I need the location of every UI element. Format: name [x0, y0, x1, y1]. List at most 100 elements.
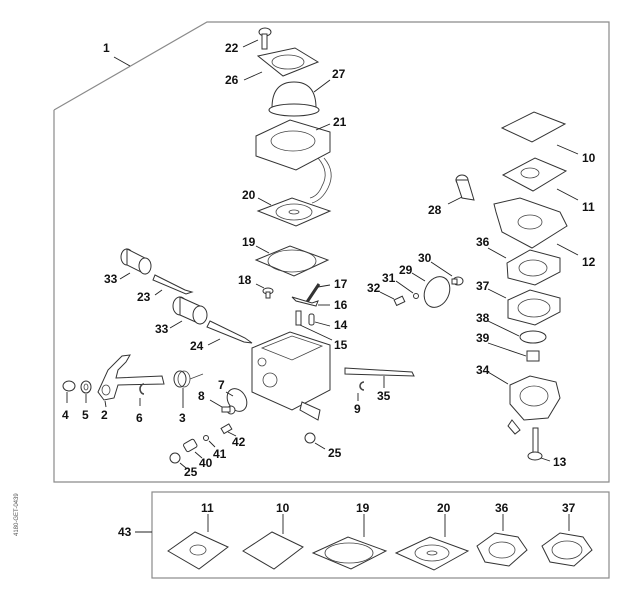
part-38-valve-disc[interactable]	[519, 330, 547, 344]
label-2[interactable]: 2	[101, 408, 108, 422]
part-31-ball[interactable]	[413, 293, 419, 299]
part-22-screw[interactable]	[258, 27, 272, 50]
label-40[interactable]: 40	[199, 456, 213, 470]
label-11[interactable]: 11	[582, 200, 595, 214]
label-9[interactable]: 9	[354, 402, 361, 416]
part-25-plug-left[interactable]	[169, 452, 181, 464]
kit-item-19[interactable]	[311, 536, 388, 570]
label-8[interactable]: 8	[198, 389, 205, 403]
label-35[interactable]: 35	[377, 389, 391, 403]
kit-label-19[interactable]: 19	[356, 501, 370, 515]
label-14[interactable]: 14	[334, 318, 348, 332]
kit-item-37[interactable]	[541, 532, 593, 567]
label-21[interactable]: 21	[333, 115, 347, 129]
label-39[interactable]: 39	[476, 331, 490, 345]
label-25-left[interactable]: 25	[184, 465, 198, 479]
kit-item-36[interactable]	[476, 532, 528, 567]
label-33-bottom[interactable]: 33	[155, 322, 169, 336]
part-13-screw[interactable]	[527, 427, 543, 461]
label-6[interactable]: 6	[136, 411, 143, 425]
label-17[interactable]: 17	[334, 277, 348, 291]
label-37[interactable]: 37	[476, 279, 490, 293]
label-23[interactable]: 23	[137, 290, 151, 304]
label-12[interactable]: 12	[582, 255, 596, 269]
part-33-limiter-cap-top[interactable]	[120, 248, 152, 275]
label-7[interactable]: 7	[218, 378, 225, 392]
part-11-pump-diaphragm[interactable]	[501, 157, 568, 192]
kit-label-10[interactable]: 10	[276, 501, 290, 515]
part-10-gasket[interactable]	[500, 111, 567, 143]
label-4[interactable]: 4	[62, 408, 69, 422]
part-14-inlet-needle[interactable]	[308, 313, 315, 326]
label-22[interactable]: 22	[225, 41, 239, 55]
label-31[interactable]: 31	[382, 271, 396, 285]
label-1[interactable]: 1	[103, 41, 110, 55]
kit-label-11[interactable]: 11	[201, 501, 214, 515]
part-26-retainer[interactable]	[256, 47, 320, 77]
label-28[interactable]: 28	[428, 203, 442, 217]
part-34-cover[interactable]	[507, 375, 561, 435]
label-32[interactable]: 32	[367, 281, 381, 295]
part-23-adjusting-screw-h[interactable]	[152, 274, 194, 295]
label-43[interactable]: 43	[118, 525, 132, 539]
label-38[interactable]: 38	[476, 311, 490, 325]
part-37-diaphragm[interactable]	[507, 289, 561, 326]
label-18[interactable]: 18	[238, 273, 252, 287]
part-32-spring[interactable]	[393, 295, 406, 307]
label-34[interactable]: 34	[476, 363, 490, 377]
part-3-torsion-spring[interactable]	[173, 370, 204, 388]
label-10[interactable]: 10	[582, 151, 596, 165]
kit-item-10[interactable]	[242, 531, 304, 570]
part-15-spring[interactable]	[295, 310, 302, 326]
kit-label-36[interactable]: 36	[495, 501, 509, 515]
part-21-cover[interactable]	[255, 119, 332, 204]
part-19-gasket[interactable]	[254, 245, 330, 277]
kit-item-20[interactable]	[394, 536, 470, 571]
label-19[interactable]: 19	[242, 235, 256, 249]
part-4-nut[interactable]	[62, 380, 76, 392]
label-16[interactable]: 16	[334, 298, 348, 312]
part-18-screw[interactable]	[262, 287, 274, 299]
part-39-spring[interactable]	[526, 350, 540, 362]
label-13[interactable]: 13	[553, 455, 567, 469]
part-35-throttle-shaft[interactable]	[344, 367, 415, 377]
label-25-center[interactable]: 25	[328, 446, 342, 460]
part-28-fitting[interactable]	[455, 174, 475, 201]
label-30[interactable]: 30	[418, 251, 432, 265]
label-26[interactable]: 26	[225, 73, 239, 87]
part-17-spindle[interactable]	[305, 283, 321, 303]
part-8-screw[interactable]	[221, 405, 236, 415]
carburetor-body[interactable]	[251, 331, 331, 421]
kit-label-37[interactable]: 37	[562, 501, 576, 515]
part-27-primer-bulb[interactable]	[268, 81, 320, 117]
label-29[interactable]: 29	[399, 263, 413, 277]
kit-item-11[interactable]	[167, 531, 229, 570]
label-36[interactable]: 36	[476, 235, 490, 249]
part-25-plug-center[interactable]	[304, 432, 316, 444]
label-24[interactable]: 24	[190, 339, 204, 353]
label-42[interactable]: 42	[232, 435, 246, 449]
part-5-washer[interactable]	[80, 380, 92, 394]
part-41-ball[interactable]	[203, 435, 209, 441]
part-6-e-clip[interactable]	[139, 383, 145, 395]
label-27[interactable]: 27	[332, 67, 346, 81]
part-24-adjusting-screw-l[interactable]	[206, 320, 253, 344]
label-3[interactable]: 3	[179, 411, 186, 425]
part-20-metering-diaphragm[interactable]	[256, 197, 332, 227]
label-15[interactable]: 15	[334, 338, 348, 352]
part-30-screw[interactable]	[451, 276, 464, 286]
label-33-top[interactable]: 33	[104, 272, 118, 286]
label-5[interactable]: 5	[82, 408, 89, 422]
part-33-limiter-cap-bottom[interactable]	[172, 296, 208, 325]
part-2-throttle-lever[interactable]	[97, 354, 165, 401]
part-29-throttle-shutter[interactable]	[419, 272, 454, 311]
part-9-e-clip[interactable]	[359, 381, 365, 391]
part-36-gasket[interactable]	[506, 249, 561, 286]
label-20[interactable]: 20	[242, 188, 256, 202]
part-42-spring[interactable]	[220, 423, 233, 435]
label-41[interactable]: 41	[213, 447, 227, 461]
kit-label-20[interactable]: 20	[437, 501, 451, 515]
part-40-sleeve[interactable]	[183, 438, 198, 453]
part-12-end-cover[interactable]	[493, 197, 568, 249]
part-16-inlet-lever[interactable]	[291, 296, 319, 307]
